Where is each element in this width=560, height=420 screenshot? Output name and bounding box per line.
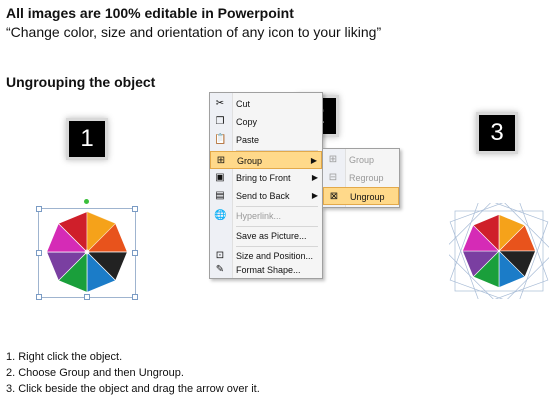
menu-item-save-as-picture[interactable]: Save as Picture... [210, 227, 322, 245]
menu-item-group[interactable]: ⊞ Group ▶ [210, 151, 322, 169]
copy-icon: ❐ [215, 116, 225, 127]
resize-handle[interactable] [132, 294, 138, 300]
submenu-arrow-icon: ▶ [311, 191, 318, 200]
menu-item-paste[interactable]: 📋 Paste [214, 134, 260, 145]
step-badge-1: 1 [69, 121, 105, 157]
resize-handle[interactable] [84, 294, 90, 300]
menu-item-size-and-position[interactable]: ⊡ Size and Position... [215, 250, 314, 261]
octagon-puzzle-grouped[interactable] [42, 210, 132, 299]
step-badge-3: 3 [479, 115, 515, 151]
regroup-icon: ⊟ [328, 172, 338, 183]
resize-handle[interactable] [36, 206, 42, 212]
step-2-text: 2. Choose Group and then Ungroup. [6, 367, 184, 379]
resize-handle[interactable] [132, 206, 138, 212]
submenu-item-ungroup[interactable]: ⊠ Ungroup [323, 187, 399, 205]
menu-item-hyperlink[interactable]: 🌐 Hyperlink... [214, 210, 282, 221]
resize-handle[interactable] [36, 294, 42, 300]
send-to-back-icon: ▤ [215, 190, 225, 201]
context-menu: ✂ Cut ❐ Copy 📋 Paste ⊞ Group ▶ ▣ Bring t… [209, 92, 323, 279]
step-3-text: 3. Click beside the object and drag the … [6, 383, 260, 395]
size-position-icon: ⊡ [215, 250, 225, 261]
menu-item-format-shape[interactable]: ✎ Format Shape... [215, 264, 301, 275]
page-title: All images are 100% editable in Powerpoi… [6, 5, 294, 21]
submenu-item-regroup[interactable]: ⊟ Regroup [328, 172, 384, 183]
instruction-steps: 1. Right click the object. 2. Choose Gro… [6, 349, 260, 397]
group-icon: ⊞ [328, 154, 338, 165]
paste-icon: 📋 [214, 134, 227, 145]
menu-item-bring-to-front[interactable]: ▣ Bring to Front ▶ [210, 169, 322, 187]
octagon-puzzle-ungrouped[interactable] [443, 195, 555, 307]
scissors-icon: ✂ [215, 98, 225, 109]
group-submenu: ⊞ Group ⊟ Regroup ⊠ Ungroup [322, 148, 400, 208]
format-shape-icon: ✎ [215, 264, 225, 275]
section-title: Ungrouping the object [6, 74, 156, 90]
hyperlink-icon: 🌐 [214, 210, 227, 221]
submenu-arrow-icon: ▶ [310, 156, 317, 165]
step-1-text: 1. Right click the object. [6, 351, 123, 363]
page-subtitle: “Change color, size and orientation of a… [6, 24, 382, 40]
menu-item-send-to-back[interactable]: ▤ Send to Back ▶ [210, 187, 322, 205]
submenu-arrow-icon: ▶ [311, 173, 318, 182]
submenu-item-group[interactable]: ⊞ Group [328, 154, 375, 165]
save-picture-icon [214, 230, 226, 242]
resize-handle[interactable] [132, 250, 138, 256]
ungroup-icon: ⊠ [329, 191, 339, 202]
rotation-handle[interactable] [84, 199, 89, 204]
resize-handle[interactable] [36, 250, 42, 256]
bring-to-front-icon: ▣ [215, 172, 225, 183]
group-icon: ⊞ [216, 155, 226, 166]
menu-item-cut[interactable]: ✂ Cut [215, 98, 251, 109]
menu-item-copy[interactable]: ❐ Copy [215, 116, 258, 127]
